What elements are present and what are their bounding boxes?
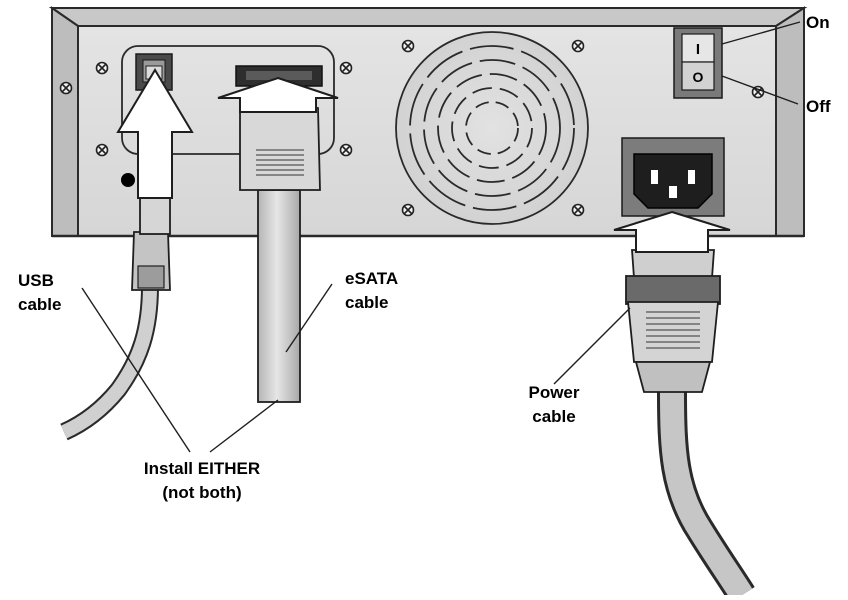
screw-icon: [339, 143, 353, 157]
screw-icon: [571, 39, 585, 53]
label-off: Off: [806, 97, 831, 116]
label-esata-line2: cable: [345, 293, 388, 312]
label-usb-line1: USB: [18, 271, 54, 290]
power-inlet: [621, 137, 725, 217]
label-install-line1: Install EITHER: [144, 459, 260, 478]
label-power-line2: cable: [532, 407, 575, 426]
screw-icon: [339, 61, 353, 75]
label-usb-line2: cable: [18, 295, 61, 314]
labels: On Off USB cable eSATA cable Install EIT…: [18, 13, 831, 502]
power-switch: I O: [673, 27, 723, 99]
label-esata-line1: eSATA: [345, 269, 398, 288]
usb-cable: [60, 195, 171, 441]
screw-icon: [571, 203, 585, 217]
label-power-line1: Power: [528, 383, 579, 402]
status-led: [121, 173, 135, 187]
screws: [59, 39, 765, 217]
leader-lines: [81, 21, 801, 453]
label-on: On: [806, 13, 830, 32]
usb-arrow: [116, 68, 194, 199]
switch-off-symbol: O: [693, 69, 704, 85]
power-arrow: [613, 210, 731, 253]
switch-on-symbol: I: [696, 41, 700, 58]
esata-port: [235, 65, 323, 87]
screw-icon: [95, 143, 109, 157]
power-cable: [625, 249, 755, 600]
screw-icon: [401, 39, 415, 53]
screw-icon: [59, 81, 73, 95]
fan-grill: [395, 31, 589, 225]
label-install-line2: (not both): [162, 483, 241, 502]
screw-icon: [95, 61, 109, 75]
port-panel: [121, 45, 335, 155]
esata-cable: [239, 107, 321, 403]
esata-arrow: [217, 76, 339, 113]
screw-icon: [401, 203, 415, 217]
